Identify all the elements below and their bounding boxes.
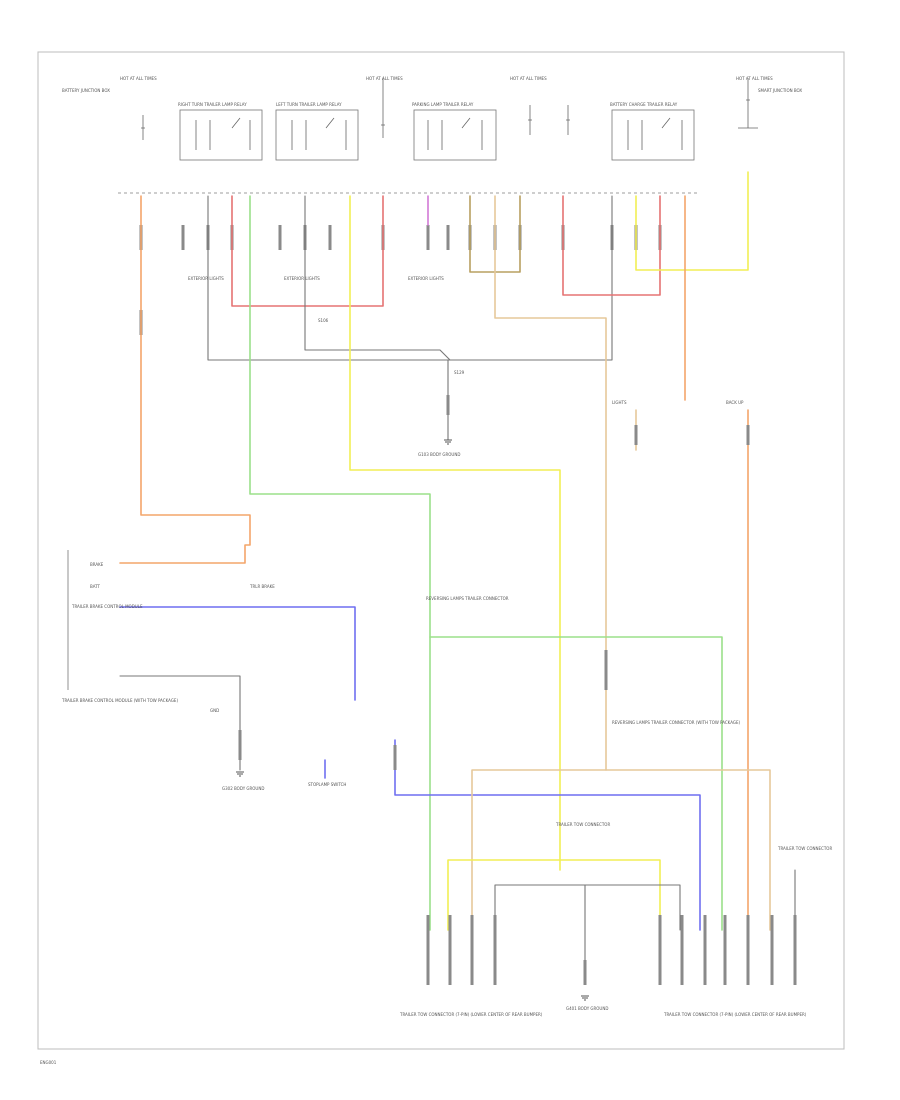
ground-symbols	[236, 439, 589, 1001]
right-small-label: TRAILER TOW CONNECTOR	[777, 846, 832, 851]
hot-at-4: HOT AT ALL TIMES	[736, 76, 773, 81]
mid-text-3: TRAILER TOW CONNECTOR	[555, 822, 610, 827]
relay-4-label: BATTERY CHARGE TRAILER RELAY	[610, 102, 678, 107]
left-right-2: BACK UP	[726, 400, 744, 405]
hot-at-3: HOT AT ALL TIMES	[510, 76, 547, 81]
bottom-connectors	[238, 395, 797, 985]
bottom-right-connector: TRAILER TOW CONNECTOR (7-PIN) (LOWER CEN…	[663, 1012, 807, 1017]
stoplamp-note: STOPLAMP SWITCH	[308, 782, 346, 787]
right-desc: SMART JUNCTION BOX	[758, 88, 802, 93]
module-note: TRAILER BRAKE CONTROL MODULE (WITH TOW P…	[61, 698, 178, 703]
ext-lights-1: EXTERIOR LIGHTS	[188, 276, 224, 281]
relay-switches	[195, 117, 683, 150]
pin-1: BRAKE	[90, 562, 104, 567]
left-right-1: LIGHTS	[612, 400, 627, 405]
pin-4: GND	[210, 708, 219, 713]
ext-lights-2: EXTERIOR LIGHTS	[284, 276, 320, 281]
relay-2-label: LEFT TURN TRAILER LAMP RELAY	[276, 102, 342, 107]
top-left-desc: BATTERY JUNCTION BOX	[62, 88, 110, 93]
pin-2: BATT	[90, 584, 101, 589]
left-module-label: TRAILER BRAKE CONTROL MODULE	[71, 604, 143, 609]
splice-1: S106	[318, 318, 329, 323]
ground-3: G401 BODY GROUND	[566, 1006, 608, 1011]
relay-box-battery-charge	[611, 109, 695, 161]
relay-box-parking	[413, 109, 497, 161]
footer-code: ENG001	[40, 1060, 57, 1065]
mid-text-1: REVERSING LAMPS TRAILER CONNECTOR	[426, 596, 509, 601]
pin-3: TRLR BRAKE	[249, 584, 275, 589]
bottom-left-connector: TRAILER TOW CONNECTOR (7-PIN) (LOWER CEN…	[399, 1012, 543, 1017]
mid-text-2: REVERSING LAMPS TRAILER CONNECTOR (WITH …	[612, 720, 741, 725]
fuses	[141, 78, 758, 140]
relay-1-label: RIGHT TURN TRAILER LAMP RELAY	[178, 102, 247, 107]
labels: BATTERY JUNCTION BOX HOT AT ALL TIMES HO…	[40, 76, 832, 1065]
ground-2: G302 BODY GROUND	[222, 786, 264, 791]
diagram-frame	[37, 51, 845, 1050]
relay-box-right-turn	[179, 109, 263, 161]
hot-at-1: HOT AT ALL TIMES	[120, 76, 157, 81]
ext-lights-3: EXTERIOR LIGHTS	[408, 276, 444, 281]
relay-box-left-turn	[275, 109, 359, 161]
ground-1: G103 BODY GROUND	[418, 452, 460, 457]
splice-2: S129	[454, 370, 465, 375]
wires	[119, 171, 796, 961]
relay-3-label: PARKING LAMP TRAILER RELAY	[412, 102, 474, 107]
hot-at-2: HOT AT ALL TIMES	[366, 76, 403, 81]
